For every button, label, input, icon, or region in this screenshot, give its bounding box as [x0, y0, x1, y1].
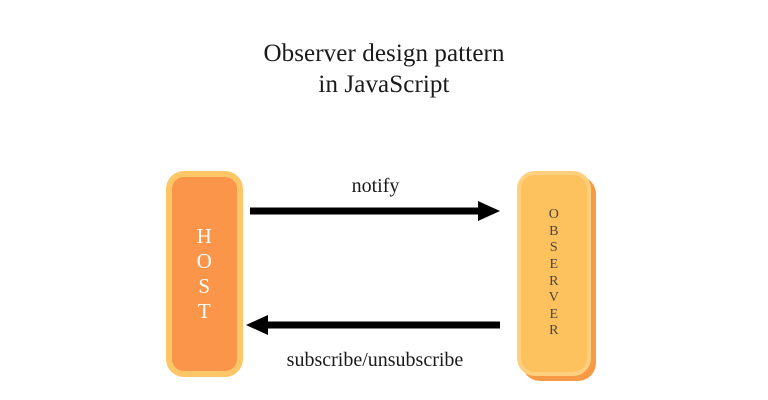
observer-node-label: O B S E R V E R: [549, 207, 560, 339]
notify-arrow-icon: [250, 201, 500, 221]
observer-letter: O: [548, 207, 560, 223]
host-letter: S: [198, 274, 211, 298]
observer-node[interactable]: O B S E R V E R: [517, 171, 591, 376]
page-title: Observer design pattern in JavaScript: [0, 38, 768, 100]
observer-letter: R: [549, 273, 559, 289]
host-node[interactable]: H O S T: [166, 171, 243, 377]
notify-arrow-label: notify: [351, 175, 400, 197]
observer-letter: R: [549, 323, 559, 339]
observer-letter: S: [549, 240, 559, 256]
observer-letter: E: [549, 256, 559, 272]
observer-letter: E: [549, 306, 559, 322]
subscribe-arrow-label: subscribe/unsubscribe: [286, 349, 464, 371]
observer-letter: B: [549, 223, 559, 239]
host-letter: H: [196, 224, 213, 249]
title-line-2: in JavaScript: [318, 71, 450, 98]
observer-letter: V: [548, 290, 560, 306]
title-line-1: Observer design pattern: [263, 40, 505, 67]
subscribe-arrow-icon: [246, 315, 500, 335]
host-node-label: H O S T: [197, 224, 213, 323]
host-letter: O: [196, 249, 213, 274]
host-letter: T: [197, 298, 212, 323]
